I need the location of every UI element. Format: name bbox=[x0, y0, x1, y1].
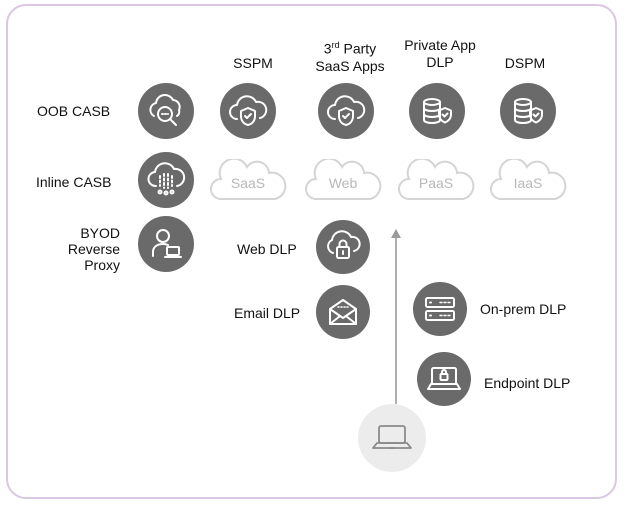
label-oob-casb: OOB CASB bbox=[37, 103, 111, 119]
label-endpoint-dlp: Endpoint DLP bbox=[484, 375, 571, 391]
server-icon bbox=[413, 282, 467, 336]
envelope-icon bbox=[316, 285, 370, 339]
cloud-search-icon bbox=[138, 83, 194, 139]
upward-arrow bbox=[391, 229, 401, 404]
cloud-web: Web bbox=[304, 159, 382, 201]
cloud-paas-label: PaaS bbox=[418, 175, 454, 191]
header-third-party-saas: 3rd Party SaaS Apps bbox=[315, 40, 385, 74]
cloud-shield-icon bbox=[220, 83, 276, 139]
label-web-dlp: Web DLP bbox=[237, 241, 297, 257]
header-sspm: SSPM bbox=[233, 55, 273, 71]
database-shield-icon bbox=[409, 83, 465, 139]
cloud-saas-label: SaaS bbox=[230, 175, 266, 191]
cloud-web-label: Web bbox=[328, 175, 358, 191]
cloud-iaas: IaaS bbox=[489, 159, 567, 201]
laptop-icon bbox=[358, 404, 426, 472]
label-inline-casb: Inline CASB bbox=[36, 174, 112, 190]
database-shield-icon-dspm bbox=[500, 83, 556, 139]
user-laptop-icon bbox=[138, 216, 194, 272]
cloud-lock-icon bbox=[316, 220, 370, 274]
laptop-lock-icon bbox=[417, 352, 471, 406]
cloud-saas: SaaS bbox=[209, 159, 287, 201]
cloud-network-icon bbox=[138, 152, 194, 208]
label-email-dlp: Email DLP bbox=[234, 305, 301, 321]
label-byod-reverse-proxy: BYOD Reverse Proxy bbox=[67, 225, 120, 273]
cloud-iaas-label: IaaS bbox=[513, 175, 543, 191]
header-private-app-dlp: Private App DLP bbox=[404, 37, 476, 70]
header-dspm: DSPM bbox=[504, 55, 546, 71]
label-onprem-dlp: On-prem DLP bbox=[480, 301, 567, 317]
cloud-shield-icon-third-party bbox=[318, 83, 374, 139]
cloud-paas: PaaS bbox=[397, 159, 475, 201]
